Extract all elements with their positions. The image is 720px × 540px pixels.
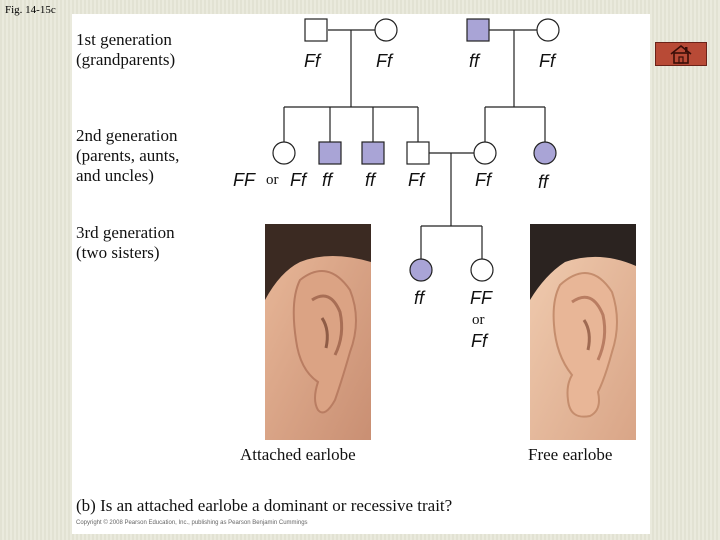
first-generation-label: 1st generation (grandparents) <box>76 30 176 69</box>
genotype-aunt-1-a: FF <box>233 170 255 190</box>
aunt-1-symbol <box>272 141 296 165</box>
aunt-2-symbol <box>533 141 557 165</box>
genotype-grandfather-2: ff <box>469 51 480 71</box>
genotype-grandmother-2: Ff <box>539 51 555 71</box>
question-text: (b) Is an attached earlobe a dominant or… <box>76 496 453 515</box>
genotype-aunt-1-b: Ff <box>290 170 306 190</box>
genotype-grandfather-1: Ff <box>304 51 320 71</box>
grandmother-1-symbol <box>374 18 398 42</box>
genotype-mother: Ff <box>475 170 491 190</box>
mother-symbol <box>473 141 497 165</box>
sister-1-symbol <box>409 258 433 282</box>
genotype-aunt-1-or: or <box>266 172 279 188</box>
father-symbol <box>406 141 430 165</box>
copyright-credit: Copyright © 2008 Pearson Education, Inc.… <box>76 520 308 526</box>
genotype-sister-2-a: FF <box>470 288 492 308</box>
home-icon <box>670 44 692 64</box>
genotype-grandmother-1: Ff <box>376 51 392 71</box>
genotype-sister-2-b: Ff <box>471 331 487 351</box>
free-earlobe-photo <box>530 224 636 440</box>
pedigree-lines <box>283 29 546 259</box>
genotype-sister-2-or: or <box>472 312 485 328</box>
grandmother-2-symbol <box>536 18 560 42</box>
genotype-uncle-1: ff <box>322 170 333 190</box>
sister-2-symbol <box>470 258 494 282</box>
grandfather-1-symbol <box>304 18 328 42</box>
uncle-1-symbol <box>318 141 342 165</box>
free-earlobe-caption: Free earlobe <box>528 445 613 464</box>
home-button[interactable] <box>655 42 707 66</box>
genotype-sister-1: ff <box>414 288 425 308</box>
figure-label: Fig. 14-15c <box>5 4 56 16</box>
genotype-aunt-2: ff <box>538 172 549 192</box>
grandfather-2-symbol <box>466 18 490 42</box>
attached-earlobe-photo <box>265 224 371 440</box>
genotype-father: Ff <box>408 170 424 190</box>
second-generation-label: 2nd generation (parents, aunts, and uncl… <box>76 126 180 185</box>
third-generation-label: 3rd generation (two sisters) <box>76 223 175 262</box>
genotype-uncle-2: ff <box>365 170 376 190</box>
attached-earlobe-caption: Attached earlobe <box>240 445 356 464</box>
uncle-2-symbol <box>361 141 385 165</box>
